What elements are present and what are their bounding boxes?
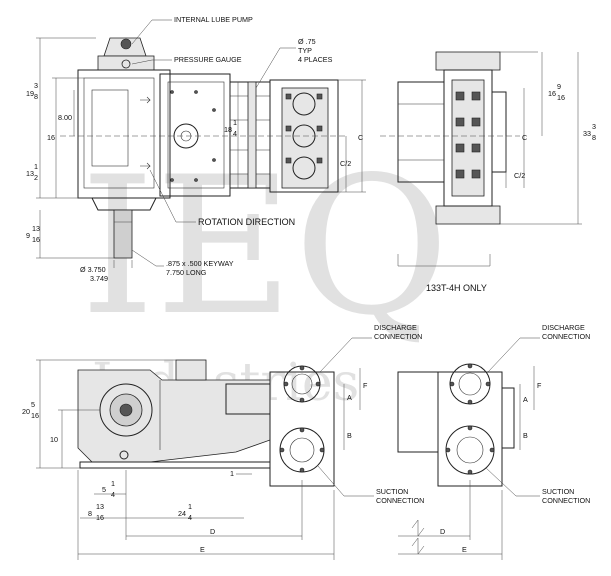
label-discharge-2: CONNECTION: [374, 332, 422, 341]
top-right-view: C C/2 16 9 16 33 3 8 133T-4H ONLY: [380, 51, 596, 293]
dim-16: 16: [47, 133, 55, 142]
dim-20-num: 5: [31, 400, 35, 409]
dim-19-den: 8: [34, 92, 38, 101]
dim-33-num: 3: [592, 122, 596, 131]
side-view: DISCHARGE CONNECTION SUCTION CONNECTION …: [22, 323, 424, 560]
dim-10: 10: [50, 435, 58, 444]
label-suction-1: SUCTION: [376, 487, 408, 496]
dim-b: B: [347, 431, 352, 440]
dim-f-right: F: [537, 381, 542, 390]
dim-c-top: C: [358, 133, 363, 142]
label-internal-lube-pump: INTERNAL LUBE PUMP: [174, 15, 253, 24]
dim-18-den: 4: [233, 129, 237, 138]
dim-16b-whole: 16: [548, 89, 556, 98]
dim-a-right: A: [523, 395, 528, 404]
label-pressure-gauge: PRESSURE GAUGE: [174, 55, 242, 64]
dim-5-num: 1: [111, 479, 115, 488]
dim-e-right: E: [462, 545, 467, 554]
dim-9-whole: 9: [26, 231, 30, 240]
dim-1: 1: [230, 469, 234, 478]
dim-19-whole: 19: [26, 89, 34, 98]
dim-c-half-top: C/2: [340, 159, 351, 168]
dim-c-half-right: C/2: [514, 171, 525, 180]
label-hole-places: 4 PLACES: [298, 55, 333, 64]
watermark-main: IEQ: [80, 136, 450, 357]
label-shaft-dia-2: 3.749: [90, 274, 108, 283]
label-shaft-dia-1: Ø 3.750: [80, 265, 106, 274]
label-discharge-r1: DISCHARGE: [542, 323, 585, 332]
label-discharge-1: DISCHARGE: [374, 323, 417, 332]
dim-d: D: [210, 527, 215, 536]
dim-18-num: 1: [233, 118, 237, 127]
label-hole-dia: Ø .75: [298, 37, 316, 46]
dim-33-den: 8: [592, 133, 596, 142]
top-view: INTERNAL LUBE PUMP PRESSURE GAUGE Ø .75 …: [26, 15, 366, 283]
side-view-right: DISCHARGE CONNECTION SUCTION CONNECTION …: [397, 323, 590, 560]
label-model-only: 133T-4H ONLY: [426, 283, 487, 293]
label-rotation-direction: ROTATION DIRECTION: [198, 217, 295, 227]
label-suction-r1: SUCTION: [542, 487, 574, 496]
dim-b-right: B: [523, 431, 528, 440]
dim-9-num: 13: [32, 224, 40, 233]
dim-5-whole: 5: [102, 485, 106, 494]
dim-13-num: 1: [34, 162, 38, 171]
dim-20-whole: 20: [22, 407, 30, 416]
label-keyway-1: .875 x .500 KEYWAY: [166, 259, 234, 268]
label-hole-typ: TYP: [298, 46, 312, 55]
dim-d-right: D: [440, 527, 445, 536]
dim-18-whole: 18: [224, 125, 232, 134]
dim-e: E: [200, 545, 205, 554]
dim-16b-den: 16: [557, 93, 565, 102]
dim-24-den: 4: [188, 513, 192, 522]
dim-9-den: 16: [32, 235, 40, 244]
dim-8b-num: 13: [96, 502, 104, 511]
dim-c-right: C: [522, 133, 527, 142]
dim-8b-whole: 8: [88, 509, 92, 518]
label-keyway-2: 7.750 LONG: [166, 268, 207, 277]
dim-a: A: [347, 393, 352, 402]
label-suction-r2: CONNECTION: [542, 496, 590, 505]
dim-24-whole: 24: [178, 509, 186, 518]
dim-16b-num: 9: [557, 82, 561, 91]
dim-33-whole: 33: [583, 129, 591, 138]
dim-13-den: 2: [34, 173, 38, 182]
dim-24-num: 1: [188, 502, 192, 511]
dim-8b-den: 16: [96, 513, 104, 522]
label-suction-2: CONNECTION: [376, 496, 424, 505]
dim-13-whole: 13: [26, 169, 34, 178]
dim-f: F: [363, 381, 368, 390]
label-discharge-r2: CONNECTION: [542, 332, 590, 341]
dim-19-num: 3: [34, 81, 38, 90]
dim-5-den: 4: [111, 490, 115, 499]
dim-8: 8.00: [58, 113, 72, 122]
dim-20-den: 16: [31, 411, 39, 420]
